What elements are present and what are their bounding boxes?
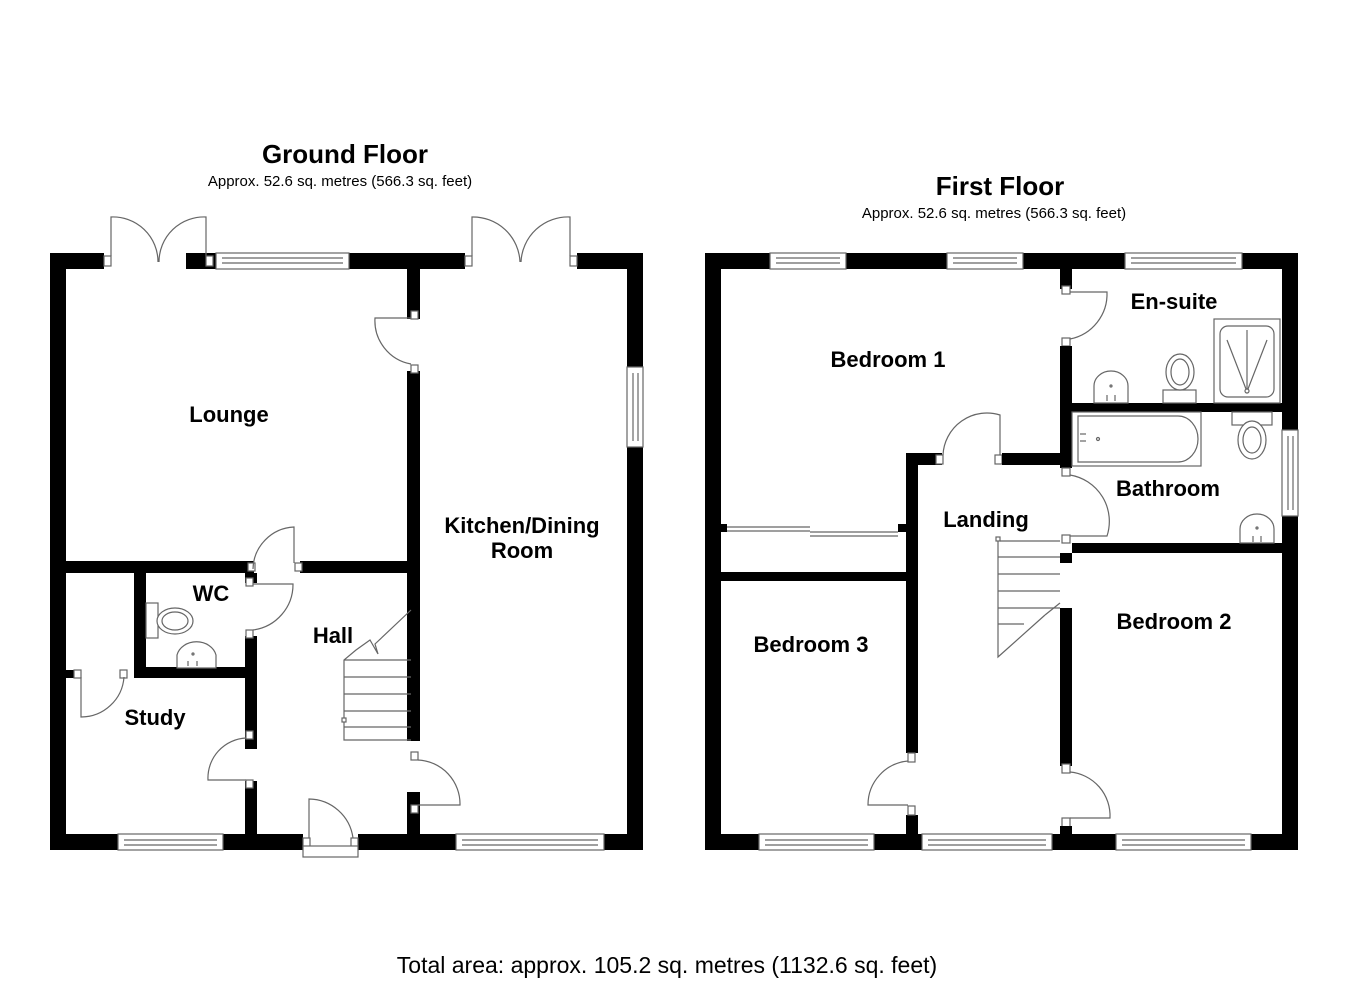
- room-label-study: Study: [124, 705, 186, 730]
- ground-floor-staircase: [341, 609, 412, 741]
- ground-floor-interior-walls: [66, 269, 461, 858]
- bathroom-basin-icon: [1239, 513, 1275, 544]
- bathroom-bath-icon: [1071, 411, 1202, 467]
- first-floor-outer-walls: [705, 253, 1298, 850]
- wc-basin-icon: [176, 641, 217, 669]
- room-label-ensuite: En-suite: [1131, 289, 1218, 314]
- first-floor-interior-walls: [721, 269, 1298, 834]
- wc-toilet-icon: [145, 602, 194, 639]
- first-floor-plan: First Floor Approx. 52.6 sq. metres (566…: [705, 171, 1299, 851]
- room-label-wc: WC: [193, 581, 230, 606]
- room-label-bedroom-3: Bedroom 3: [754, 632, 869, 657]
- first-floor-area: Approx. 52.6 sq. metres (566.3 sq. feet): [862, 205, 1126, 222]
- room-label-bedroom-1: Bedroom 1: [831, 347, 946, 372]
- total-area-caption: Total area: approx. 105.2 sq. metres (11…: [397, 952, 937, 978]
- ground-floor-plan: Ground Floor Approx. 52.6 sq. metres (56…: [50, 139, 644, 858]
- room-label-hall: Hall: [313, 623, 353, 648]
- ground-floor-outer-walls: [50, 253, 643, 850]
- room-label-landing: Landing: [943, 507, 1029, 532]
- room-label-kitchen-dining: Kitchen/Dining: [444, 513, 599, 538]
- lounge-french-doors: [103, 216, 214, 267]
- ground-floor-area: Approx. 52.6 sq. metres (566.3 sq. feet): [208, 173, 472, 190]
- ground-floor-title: Ground Floor: [262, 139, 428, 169]
- room-label-lounge: Lounge: [189, 402, 268, 427]
- ground-floor-windows: [117, 252, 644, 851]
- ensuite-toilet-icon: [1162, 353, 1197, 404]
- first-floor-staircase: [995, 536, 1061, 659]
- room-label-kitchen-dining-line2: Room: [491, 538, 553, 563]
- room-label-bedroom-2: Bedroom 2: [1117, 609, 1232, 634]
- first-floor-windows: [758, 252, 1299, 851]
- first-floor-title: First Floor: [936, 171, 1065, 201]
- ensuite-basin-icon: [1093, 370, 1129, 404]
- bathroom-toilet-icon: [1231, 411, 1273, 460]
- ensuite-shower-icon: [1213, 318, 1281, 404]
- kitchen-french-doors: [464, 216, 578, 267]
- room-label-bathroom: Bathroom: [1116, 476, 1220, 501]
